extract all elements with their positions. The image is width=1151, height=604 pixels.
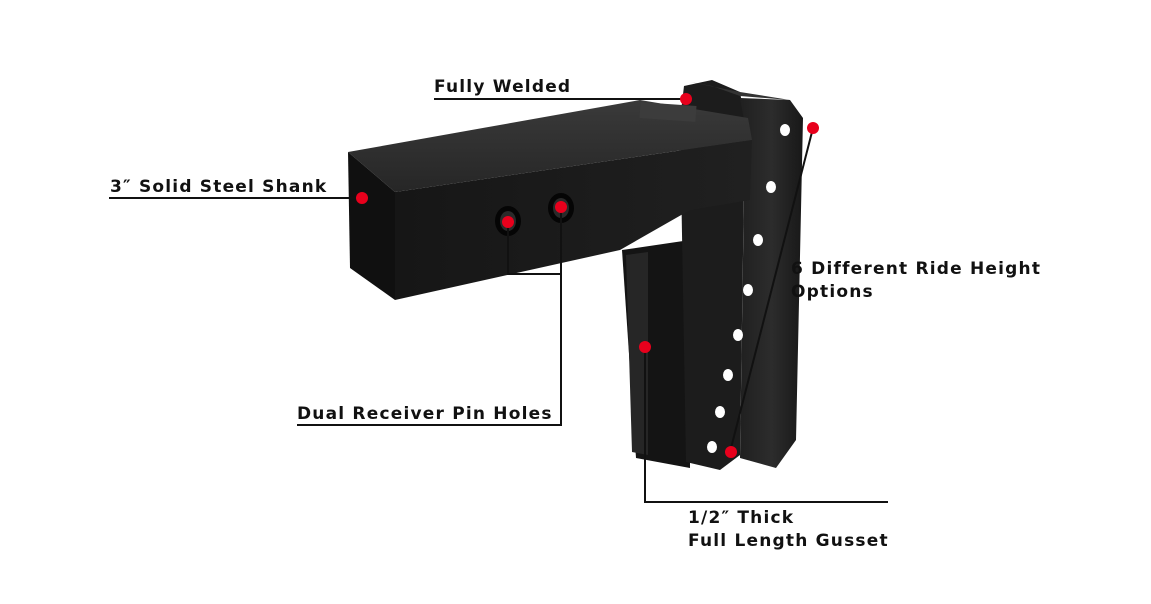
gusset-label-line1: 1/2″ Thick xyxy=(688,508,795,528)
ride-height-label-line1: 6 Different Ride Height xyxy=(791,259,1042,279)
solid-shank-label: 3″ Solid Steel Shank xyxy=(110,177,328,197)
welded-marker xyxy=(680,93,692,105)
pin-hole-connector xyxy=(507,222,561,275)
markers xyxy=(356,93,819,458)
pin-holes-label: Dual Receiver Pin Holes xyxy=(297,404,553,424)
gusset-leader xyxy=(644,347,888,503)
callout-lines xyxy=(109,98,888,503)
ride-height-label-line2: Options xyxy=(791,282,874,302)
fully-welded-label: Fully Welded xyxy=(434,77,572,97)
ride-height-label: 6 Different Ride Height Options xyxy=(791,258,1041,304)
pin-hole-marker-right xyxy=(555,201,567,213)
drop-gusset xyxy=(622,240,690,468)
gusset-label-line2: Full Length Gusset xyxy=(688,531,889,551)
ride-top-marker xyxy=(807,122,819,134)
ride-height-leader xyxy=(729,127,814,453)
gusset-label: 1/2″ Thick Full Length Gusset xyxy=(688,507,889,553)
gusset-marker xyxy=(639,341,651,353)
solid-steel-shank xyxy=(348,100,752,300)
shank-marker xyxy=(356,192,368,204)
ride-bottom-marker xyxy=(725,446,737,458)
pin-hole-marker-left xyxy=(502,216,514,228)
pin-hole-leader xyxy=(297,207,562,426)
